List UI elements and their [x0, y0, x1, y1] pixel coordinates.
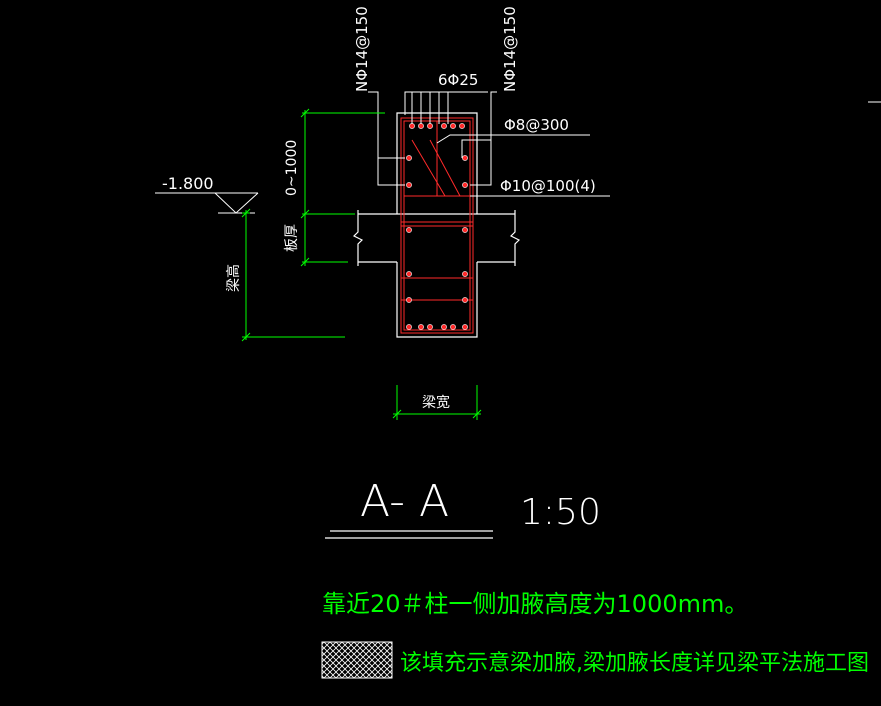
section-title: A- A [360, 476, 449, 527]
dim-haunch-height: 0~1000 [284, 140, 300, 196]
title-underline [325, 530, 493, 539]
rebar-bars [406, 123, 468, 330]
note-haunch-height: 靠近20＃柱一侧加腋高度为1000mm。 [322, 590, 748, 618]
dim-slab-thickness: 板厚 [284, 224, 300, 252]
note-haunch-hatch: 该填充示意梁加腋,梁加腋长度详见梁平法施工图 [400, 651, 869, 676]
hatch-legend-swatch [321, 641, 393, 679]
rebar-label-right: NΦ14@150 [501, 6, 519, 92]
stirrup-label-upper: Φ8@300 [504, 116, 569, 134]
rebar-label-left: NΦ14@150 [353, 6, 371, 92]
dim-beam-height: 梁高 [225, 264, 242, 292]
leader-lines [155, 91, 610, 214]
beam-outline [352, 112, 521, 338]
section-scale: 1:50 [520, 492, 601, 533]
stirrup-label-lower: Φ10@100(4) [500, 177, 596, 195]
rebar-label-top: 6Φ25 [438, 71, 478, 89]
rebar-cage [400, 117, 474, 334]
dimension-lines [241, 108, 482, 420]
elevation-label: -1.800 [162, 174, 214, 193]
dim-beam-width: 梁宽 [422, 394, 450, 411]
